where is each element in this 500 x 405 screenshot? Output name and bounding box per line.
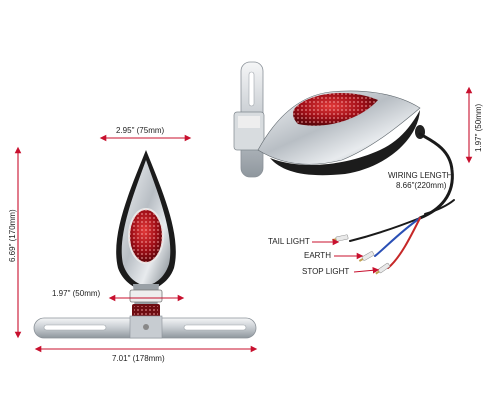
wiring-length-title: WIRING LENGTH	[388, 171, 453, 180]
wiring-length-value: 8.66"(220mm)	[396, 181, 447, 190]
height-left-label: 6.69" (170mm)	[8, 209, 17, 262]
side-view-light	[233, 61, 425, 178]
wiring-harness	[349, 132, 455, 269]
width-bottom-label: 7.01" (178mm)	[112, 354, 165, 363]
tail-light-label: TAIL LIGHT	[268, 237, 310, 246]
front-view-light	[33, 150, 257, 339]
earth-label: EARTH	[304, 251, 331, 260]
plate-inner-label: 1.97" (50mm)	[52, 289, 101, 298]
right-height-label: 1.97" (50mm)	[474, 103, 483, 152]
dimension-lines-right	[312, 86, 473, 274]
width-top-label: 2.95" (75mm)	[116, 126, 165, 135]
stop-light-label: STOP LIGHT	[302, 267, 350, 276]
dimension-lines-left	[14, 134, 258, 353]
